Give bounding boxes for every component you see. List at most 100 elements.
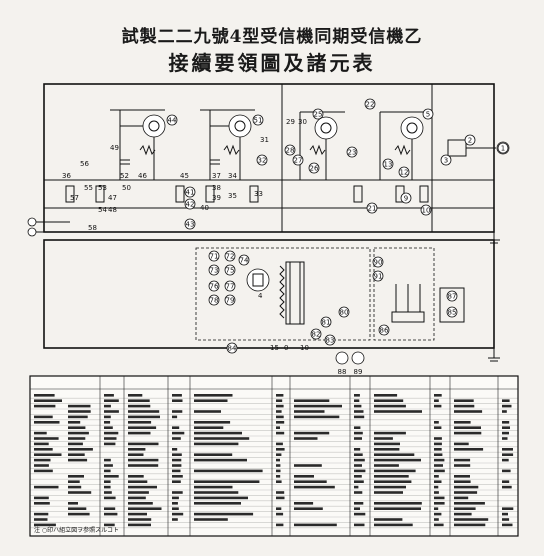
table-text-mark: [434, 437, 442, 440]
table-text-mark: [434, 496, 445, 500]
table-text-mark: [194, 502, 241, 505]
table-text-mark: [194, 485, 233, 489]
label-42: 42: [186, 201, 195, 209]
table-text-mark: [68, 475, 84, 478]
table-text-mark: [104, 421, 111, 424]
table-text-mark: [276, 431, 285, 435]
upper-frame: [43, 83, 495, 233]
ground-lower: [488, 348, 500, 362]
label-fifteen: 15: [270, 344, 279, 352]
label-86: 86: [380, 327, 389, 335]
table-text-mark: [374, 458, 421, 462]
label-54: 54: [98, 206, 107, 214]
table-text-mark: [354, 437, 362, 440]
table-text-mark: [354, 512, 366, 516]
table-text-mark: [172, 394, 182, 397]
table-text-mark: [172, 480, 181, 483]
label-2: 2: [468, 137, 472, 145]
label-30: 30: [298, 118, 307, 126]
table-text-mark: [34, 518, 48, 521]
table-text-mark: [194, 469, 263, 473]
tube-25: [299, 111, 345, 180]
table-text-mark: [502, 469, 511, 473]
table-text-mark: [128, 475, 144, 478]
table-text-mark: [68, 458, 88, 462]
table-text-mark: [294, 410, 325, 413]
table-text-mark: [434, 421, 439, 424]
table-text-mark: [454, 426, 481, 429]
table-text-mark: [294, 480, 327, 483]
table-text-mark: [276, 464, 281, 467]
table-text-mark: [34, 394, 55, 397]
label-37: 37: [212, 172, 221, 180]
table-text-mark: [354, 404, 362, 408]
table-text-mark: [104, 464, 113, 467]
table-footer-note: 注 ○印ハ組立図ヲ参照スルコト: [34, 526, 119, 534]
label-83: 83: [326, 337, 335, 345]
table-text-mark: [276, 410, 282, 413]
label-zero: 0: [284, 344, 288, 352]
rectifier-box: [373, 247, 435, 341]
table-text-mark: [34, 453, 62, 456]
table-text-mark: [128, 410, 160, 413]
label-40: 40: [200, 204, 209, 212]
table-text-mark: [374, 410, 422, 413]
table-text-mark: [34, 512, 49, 516]
table-text-mark: [374, 431, 406, 435]
label-51: 51: [254, 117, 263, 125]
table-text-mark: [68, 448, 93, 451]
upper-chassis: 44 51 25 22 5 1 2 3 9 10 12 13 21 23 26 …: [27, 83, 510, 244]
table-text-mark: [128, 431, 151, 435]
title-line1: 試製二二九號4型受信機同期受信機乙: [121, 27, 423, 47]
table-text-mark: [172, 437, 181, 440]
table-text-mark: [276, 496, 285, 500]
meter-88: [335, 351, 349, 365]
table-text-mark: [68, 502, 78, 505]
label-81: 81: [322, 319, 331, 327]
table-text-mark: [104, 415, 111, 419]
label-3: 3: [444, 157, 448, 165]
terminal-left-1: [27, 217, 37, 227]
upper-components: [65, 159, 429, 203]
table-text-mark: [502, 399, 510, 402]
table-text-mark: [502, 431, 509, 435]
table-rows: [30, 394, 518, 529]
table-text-mark: [502, 518, 510, 521]
table-text-mark: [354, 399, 360, 402]
table-text-mark: [128, 448, 146, 451]
table-text-mark: [104, 496, 116, 500]
table-text-mark: [68, 453, 85, 456]
table-text-mark: [434, 448, 442, 451]
label-32: 32: [258, 157, 267, 165]
label-74: 74: [240, 257, 249, 265]
table-text-mark: [454, 491, 478, 494]
table-text-mark: [374, 442, 400, 446]
table-text-mark: [502, 437, 508, 440]
table-text-mark: [502, 507, 514, 510]
lower-frame: [43, 239, 495, 349]
label-25: 25: [314, 111, 323, 119]
table-text-mark: [34, 448, 53, 451]
table-text-mark: [374, 523, 413, 527]
table-text-mark: [434, 475, 439, 478]
table-text-mark: [354, 491, 363, 494]
table-text-mark: [128, 394, 143, 397]
table-text-mark: [294, 437, 318, 440]
label-55: 55: [84, 184, 93, 192]
table-text-mark: [354, 431, 363, 435]
table-text-mark: [34, 502, 50, 505]
table-text-mark: [434, 458, 445, 462]
table-text-mark: [434, 394, 442, 397]
table-text-mark: [172, 415, 178, 419]
resistor-3: [309, 144, 326, 156]
table-text-mark: [194, 410, 221, 413]
table-text-mark: [128, 415, 160, 419]
table-text-mark: [434, 491, 439, 494]
terminal-left-2: [27, 227, 37, 237]
table-text-mark: [172, 507, 179, 510]
table-text-mark: [104, 475, 119, 478]
table-frame: [29, 375, 519, 537]
table-text-mark: [294, 523, 337, 527]
table-text-mark: [68, 426, 86, 429]
table-text-mark: [194, 394, 233, 397]
